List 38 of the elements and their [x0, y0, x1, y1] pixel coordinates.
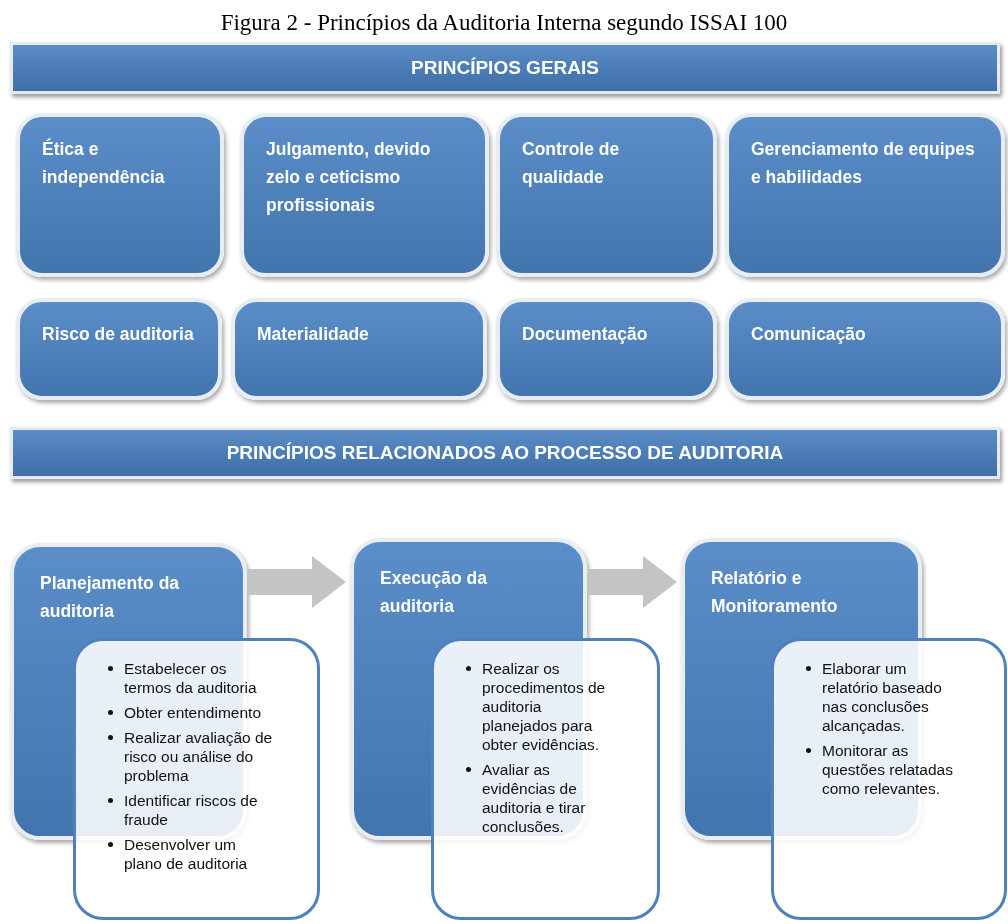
- box-title: Risco de auditoria: [42, 323, 195, 346]
- band-title: PRINCÍPIOS RELACIONADOS AO PROCESSO DE AUDITORIA: [226, 442, 784, 464]
- box-title: Relatório e Monitoramento: [711, 567, 839, 618]
- box-title: Julgamento, devido zelo e ceticismo profissionais: [266, 138, 432, 217]
- bullet-text: Estabelecer os termos da auditoria: [124, 659, 258, 697]
- principle-box: [16, 298, 222, 400]
- principle-box: [725, 298, 1005, 400]
- bullet-text: Monitorar as questões relatadas como relevantes.: [822, 741, 954, 798]
- block-arrow: [587, 556, 677, 608]
- box-title: Planejamento da auditoria: [40, 572, 181, 623]
- bullet-text: Avaliar as evidências de auditoria e tirar conclusões.: [482, 760, 587, 836]
- box-title: Materialidade: [257, 323, 370, 346]
- bullet-text: Identificar riscos de fraude: [124, 791, 259, 829]
- band-title: PRINCÍPIOS GERAIS: [411, 57, 599, 79]
- principle-box: [231, 298, 487, 400]
- box-title: Execução da auditoria: [380, 567, 488, 618]
- box-title: Controle de qualidade: [522, 138, 621, 189]
- header-band: [10, 42, 1000, 94]
- task-card: [431, 638, 660, 920]
- box-title: Ética e independência: [42, 137, 166, 189]
- box-title: Documentação: [522, 323, 649, 346]
- bullet-text: Realizar avaliação de risco ou análise do problema: [124, 728, 273, 785]
- bullet-text: Desenvolver um plano de auditoria: [124, 835, 249, 873]
- box-title: Comunicação: [751, 323, 867, 346]
- principle-box: [16, 113, 224, 277]
- block-arrow: [247, 556, 346, 608]
- header-band: [10, 427, 1000, 479]
- bullet-text: Obter entendimento: [124, 703, 262, 722]
- principle-box: [240, 113, 489, 277]
- figure-title: Figura 2 - Princípios da Auditoria Interna segundo ISSAI 100: [219, 10, 789, 36]
- bullet-text: Elaborar um relatório baseado nas conclusões alcançadas.: [822, 659, 943, 735]
- task-card: [73, 638, 320, 920]
- principle-box: [496, 113, 717, 277]
- principle-box: [725, 113, 1005, 277]
- bullet-text: Realizar os procedimentos de auditoria planejados para obter evidências.: [482, 659, 607, 754]
- task-card: [771, 638, 1007, 920]
- box-title: Gerenciamento de equipes e habilidades: [751, 138, 976, 189]
- principle-box: [496, 298, 717, 400]
